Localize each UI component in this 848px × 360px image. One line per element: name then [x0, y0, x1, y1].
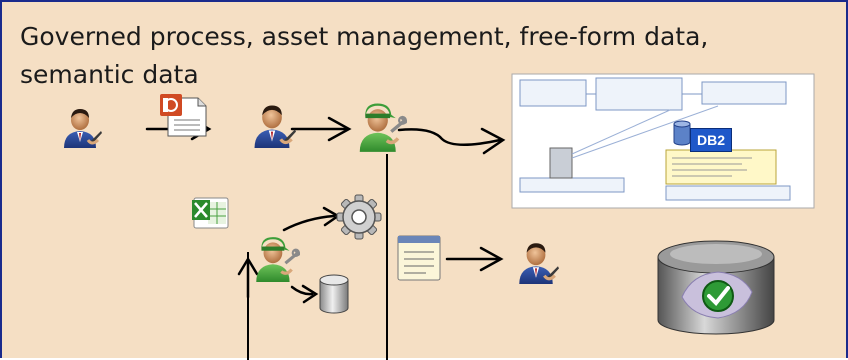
gear-icon	[336, 194, 382, 240]
developer-worker-icon	[254, 235, 300, 282]
arrow-notepad-to-person	[445, 246, 504, 272]
architecture-screenshot	[511, 73, 815, 209]
arrow-person-to-worker	[290, 116, 352, 142]
database-icon	[319, 274, 349, 314]
arrow-worker-to-screenshot	[397, 127, 506, 155]
arrow-up-to-worker	[237, 256, 259, 299]
business-user-icon	[62, 107, 102, 148]
slide-title: Governed process, asset management, free…	[20, 22, 709, 89]
business-user-icon	[517, 241, 559, 284]
arrow-worker-to-gear	[282, 206, 341, 232]
notepad-document-icon	[397, 235, 441, 281]
developer-worker-icon	[358, 101, 407, 152]
presentation-document-icon	[160, 94, 207, 137]
business-user-icon	[252, 103, 296, 148]
db2-label: DB2	[690, 128, 732, 152]
spreadsheet-icon	[192, 197, 229, 229]
repository-database-icon	[657, 240, 775, 335]
arrow-worker-to-database	[290, 284, 319, 304]
